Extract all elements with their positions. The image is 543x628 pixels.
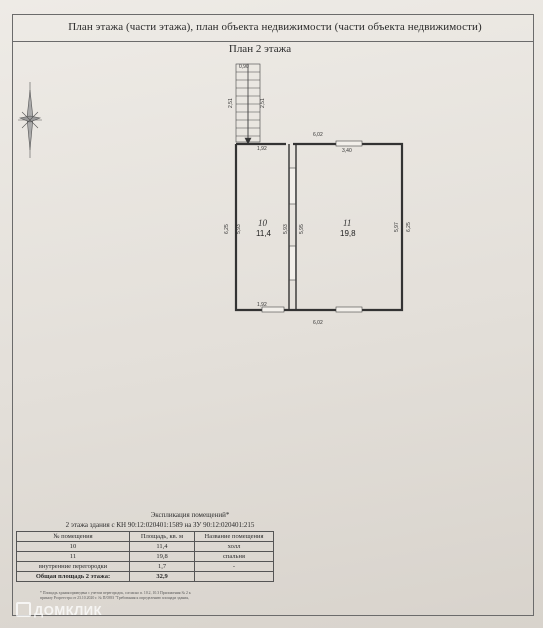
total-label: Общая площадь 2 этажа:	[16, 571, 130, 582]
room-10-number: 10	[258, 218, 268, 228]
watermark-text: ДОМКЛИК	[34, 603, 103, 618]
partition-openings	[289, 167, 296, 281]
cell-room-number: внутренние перегородки	[16, 561, 130, 572]
cell-room-name: спальня	[194, 551, 274, 562]
total-empty-cell	[194, 571, 274, 582]
total-value: 32,9	[129, 571, 195, 582]
dim-stair-a: 2,51	[228, 98, 234, 108]
dim-bottom-wall: 6,02	[313, 320, 323, 326]
cell-room-number: 10	[16, 541, 130, 552]
cell-area: 19,8	[129, 551, 195, 562]
footnote-line: приказу Росреестра от 23.10.2020 г. № П/…	[40, 596, 189, 600]
dim-right-outer: 6,25	[406, 222, 412, 232]
floor-title: План 2 этажа	[228, 43, 292, 55]
building-walls	[234, 142, 404, 312]
windows	[261, 140, 363, 313]
dim-room10-bottom: 1,92	[257, 302, 267, 308]
dim-room10-height: 5,93	[236, 224, 242, 234]
document-title: План этажа (части этажа), план объекта н…	[68, 21, 482, 33]
header-room-name: Название помещения	[194, 531, 274, 542]
partition-wall	[288, 144, 297, 310]
room-11-number: 11	[343, 218, 351, 228]
dim-room11-right: 5,97	[394, 222, 400, 232]
table-header-row: № помещения Площадь, кв. м Название поме…	[16, 531, 274, 542]
dim-room10-top: 1,92	[257, 146, 267, 152]
cell-area: 11,4	[129, 541, 195, 552]
dim-left-outer: 6,25	[224, 224, 230, 234]
header-area: Площадь, кв. м	[129, 531, 195, 542]
watermark: ДОМКЛИК	[16, 602, 102, 618]
table-row: внутренние перегородки 1,7 -	[16, 561, 274, 572]
dim-top-wall: 6,02	[313, 132, 323, 138]
header-room-number: № помещения	[16, 531, 130, 542]
table-row: 10 11,4 холл	[16, 541, 274, 552]
explication-subtitle: 2 этажа здания с КН 90:12:020401:1589 на…	[65, 521, 255, 529]
footnote: * Площадь здания приведена с учетом пере…	[40, 591, 280, 601]
explication-table: № помещения Площадь, кв. м Название поме…	[16, 531, 274, 582]
page-frame	[12, 14, 534, 616]
domclick-logo-icon	[16, 602, 31, 617]
compass-icon	[18, 82, 42, 158]
cell-area: 1,7	[129, 561, 195, 572]
table-total-row: Общая площадь 2 этажа: 32,9	[16, 571, 274, 582]
dim-window-top: 3,40	[342, 148, 352, 154]
cell-room-number: 11	[16, 551, 130, 562]
cell-room-name: -	[194, 561, 274, 572]
dim-stair-b: 2,51	[260, 98, 266, 108]
explication-title: Экспликация помещений*	[150, 511, 230, 519]
cell-room-name: холл	[194, 541, 274, 552]
header-divider	[12, 41, 533, 42]
dim-stair-width: 0,90	[239, 64, 249, 70]
room-10-area: 11,4	[256, 229, 272, 238]
footnote-line: * Площадь здания приведена с учетом пере…	[40, 591, 191, 595]
room-11-area: 19,8	[340, 229, 356, 238]
dim-partition-a: 5,93	[283, 224, 289, 234]
table-row: 11 19,8 спальня	[16, 551, 274, 562]
dim-partition-b: 5,95	[299, 224, 305, 234]
stairs	[235, 63, 261, 145]
